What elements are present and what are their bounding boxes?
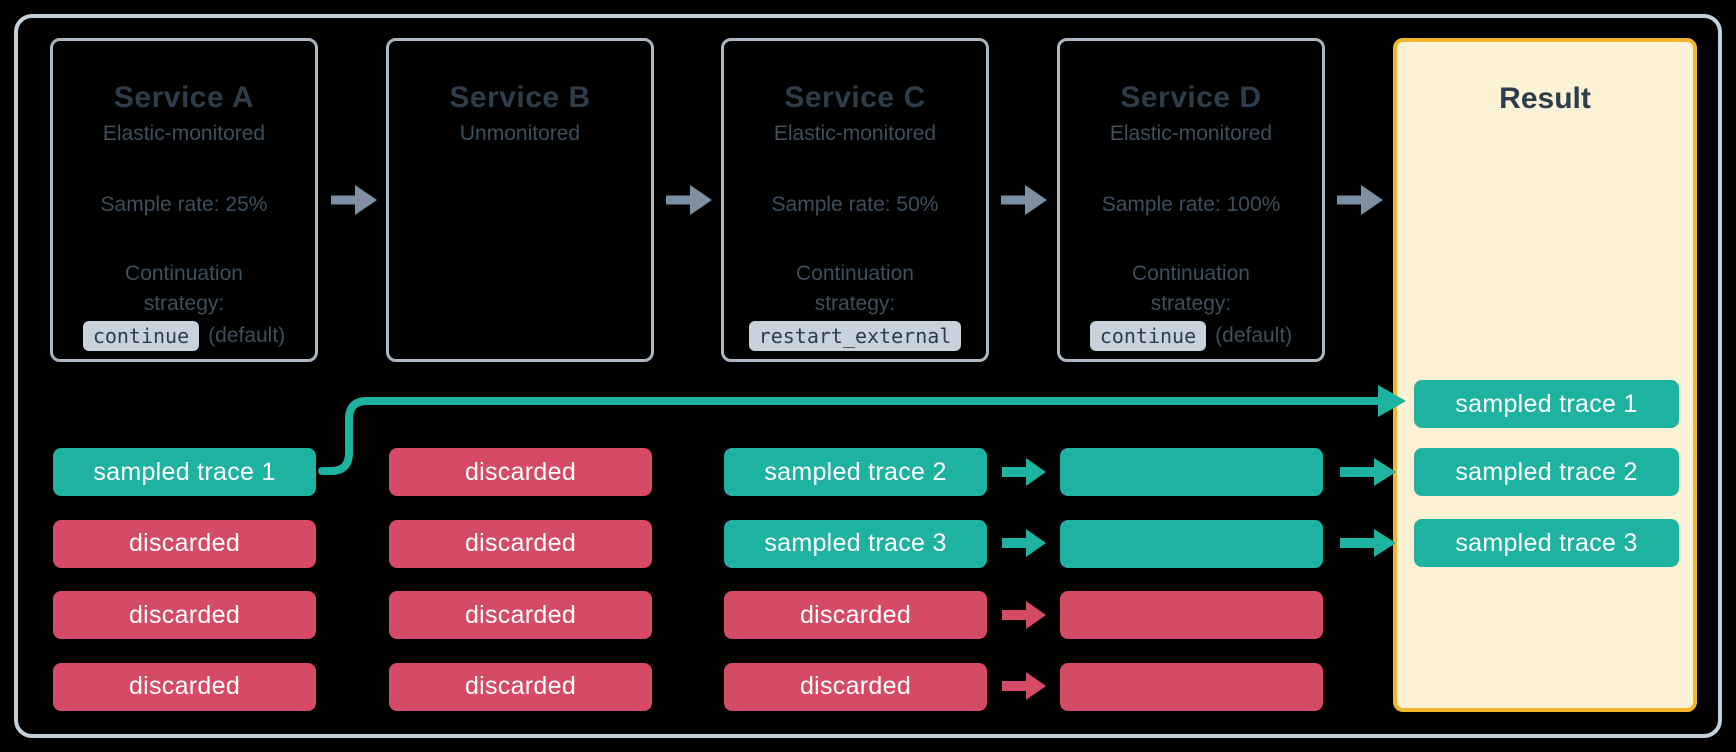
trace-row: discarded [724,591,987,639]
service-a-continuation-label: Continuation strategy: [125,262,243,315]
service-a-strategy: continue (default) [82,321,286,351]
strategy-code-badge: restart_external [748,321,962,351]
service-b-monitoring: Unmonitored [459,122,581,145]
trace-row: discarded [389,448,652,496]
service-b-title: Service B [449,81,591,114]
service-b-card: Service B Unmonitored [386,38,654,362]
trace-row: discarded [53,519,316,568]
service-a-title: Service A [113,81,255,114]
service-c-trace-column: sampled trace 2 sampled trace 3 discarde… [724,448,987,711]
trace-row: discarded [53,662,316,711]
result-trace-2: sampled trace 2 [1414,448,1679,496]
trace-row: discarded [389,519,652,568]
trace-row: sampled trace 3 [724,519,987,568]
trace-row: sampled trace 1 [53,448,316,496]
service-c-sample-rate: Sample rate: 50% [771,193,939,216]
trace-row [1060,662,1323,711]
outer-frame [14,14,1722,738]
trace-row [1060,448,1323,496]
service-c-continuation-label: Continuation strategy: [796,262,914,315]
service-c-monitoring: Elastic-monitored [773,122,937,145]
trace-row [1060,519,1323,568]
service-b-trace-column: discarded discarded discarded discarded [389,448,652,711]
strategy-default-suffix: (default) [1215,324,1293,347]
service-c-strategy: restart_external [748,321,962,351]
result-card: Result sampled trace 1 sampled trace 2 s… [1393,38,1697,712]
service-d-strategy: continue (default) [1089,321,1293,351]
trace-row: discarded [389,591,652,639]
service-d-sample-rate: Sample rate: 100% [1101,193,1281,216]
service-a-card: Service A Elastic-monitored Sample rate:… [50,38,318,362]
trace-row: discarded [724,662,987,711]
result-title: Result [1499,82,1591,115]
result-trace-1: sampled trace 1 [1414,380,1679,428]
strategy-code-badge: continue [1089,321,1207,351]
trace-row [1060,591,1323,639]
service-a-sample-rate: Sample rate: 25% [100,193,268,216]
strategy-code-badge: continue [82,321,200,351]
service-a-trace-column: sampled trace 1 discarded discarded disc… [53,448,316,711]
service-d-continuation-label: Continuation strategy: [1132,262,1250,315]
service-c-card: Service C Elastic-monitored Sample rate:… [721,38,989,362]
trace-row: sampled trace 2 [724,448,987,496]
trace-row: discarded [53,591,316,639]
trace-row: discarded [389,662,652,711]
service-a-monitoring: Elastic-monitored [102,122,266,145]
service-d-title: Service D [1120,81,1262,114]
service-d-card: Service D Elastic-monitored Sample rate:… [1057,38,1325,362]
service-d-trace-column [1060,448,1323,711]
service-c-title: Service C [784,81,926,114]
strategy-default-suffix: (default) [208,324,286,347]
result-trace-3: sampled trace 3 [1414,519,1679,567]
service-d-monitoring: Elastic-monitored [1109,122,1273,145]
